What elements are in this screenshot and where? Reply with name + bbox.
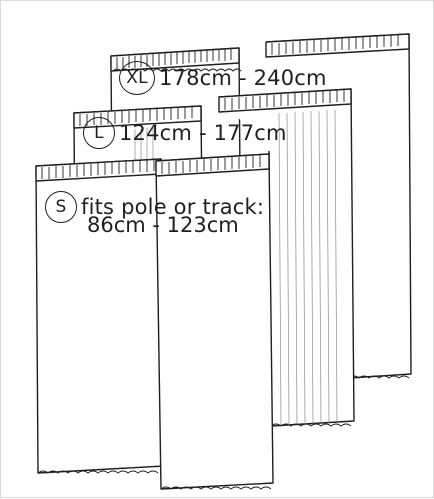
size-badge-l: L [83,117,115,149]
size-range-l: 124cm - 177cm [119,121,287,145]
size-label-l: L 124cm - 177cm [83,117,287,149]
curtain-panel-l-right [218,88,355,427]
size-range-xl: 178cm - 240cm [159,66,327,90]
size-badge-xl: XL [119,61,155,95]
size-badge-s: S [45,191,77,223]
size-label-s: S fits pole or track: [45,191,264,223]
size-range-s-line2: 86cm - 123cm [87,213,239,237]
curtain-panel-s-right [155,153,274,490]
size-range-s: fits pole or track: [81,195,265,219]
size-label-xl: XL 178cm - 240cm [119,61,327,95]
